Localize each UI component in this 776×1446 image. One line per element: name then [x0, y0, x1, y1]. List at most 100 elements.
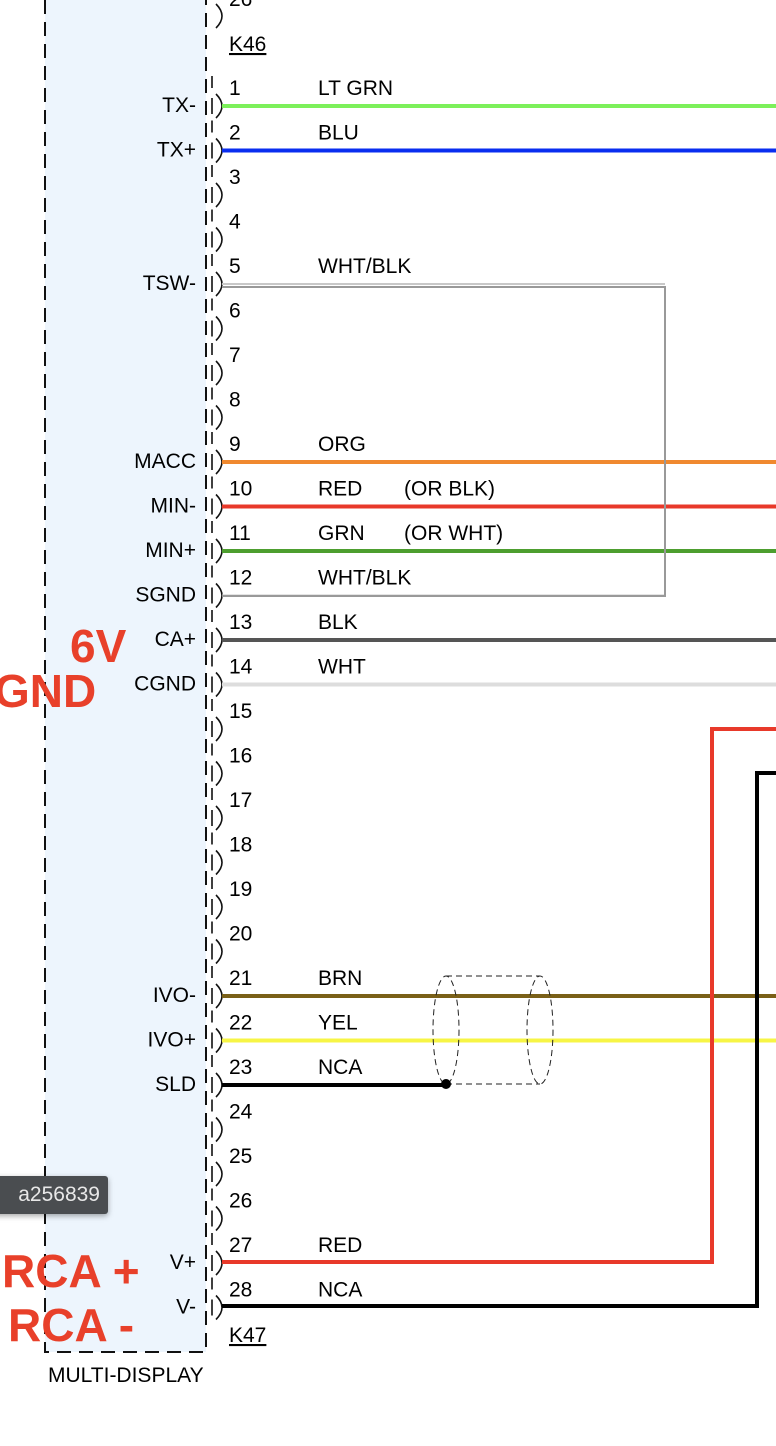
wire-color-label: NCA	[318, 1279, 362, 1302]
annotation-gnd: GND	[0, 665, 96, 717]
pin-signal: IVO-	[153, 984, 196, 1007]
partial-pin-26: 26	[229, 0, 252, 11]
pin-number: 21	[229, 967, 252, 990]
pin-19: 19	[211, 877, 252, 920]
connector-bracket	[215, 93, 223, 119]
connector-bracket	[215, 805, 223, 831]
connector-bracket	[215, 360, 223, 386]
annotation-6v: 6V	[70, 620, 127, 672]
twisted-pair-harness	[222, 286, 666, 597]
pin-3: 3	[211, 165, 241, 208]
pin-6: 6	[211, 298, 241, 342]
connector-bracket	[215, 1250, 223, 1276]
pin-number: 6	[229, 300, 241, 323]
connector-bracket	[215, 1161, 223, 1187]
pin-7: 7	[211, 343, 241, 386]
pin-signal: TX-	[162, 94, 196, 117]
pin-number: 20	[229, 923, 252, 946]
connector-bracket	[215, 315, 223, 342]
pin-number: 24	[229, 1101, 253, 1124]
connector-bracket	[215, 1072, 223, 1098]
pin-number: 14	[229, 656, 253, 679]
wire-color-label: ORG	[318, 433, 366, 456]
pin-signal: V-	[176, 1296, 196, 1319]
pin-signal: TSW-	[143, 272, 196, 295]
pin-2: 2TX+ BLU	[157, 120, 776, 164]
component-label: MULTI-DISPLAY	[48, 1364, 204, 1387]
pin-24: 24	[211, 1099, 253, 1143]
pin-number: 19	[229, 878, 252, 901]
wire-note: (OR WHT)	[404, 522, 503, 545]
connector-bracket	[215, 716, 223, 742]
connector-k47-label: K47	[229, 1324, 266, 1347]
pin-number: 13	[229, 611, 252, 634]
pin-number: 1	[229, 77, 241, 100]
wire-color-label: GRN	[318, 522, 365, 545]
wire-color-label: BRN	[318, 967, 362, 990]
pin-signal: IVO+	[148, 1029, 196, 1052]
pin-number: 8	[229, 389, 241, 412]
annotation-rca-minus: RCA -	[8, 1299, 134, 1351]
wire-27-red-route	[222, 727, 776, 1264]
wire-28-black-route	[222, 771, 776, 1308]
pin-1: 1TX- LT GRN	[162, 76, 776, 119]
pin-15: 15	[211, 699, 252, 742]
pin-16: 16	[211, 743, 252, 787]
connector-bracket	[215, 137, 223, 164]
wire-note: (OR BLK)	[404, 478, 495, 501]
wire-color-label: NCA	[318, 1056, 362, 1079]
pin-number: 22	[229, 1012, 252, 1035]
shield-splice-dot	[441, 1079, 451, 1089]
wire-color-label: LT GRN	[318, 77, 393, 100]
pin-signal: SLD	[155, 1073, 196, 1096]
pin-number: 7	[229, 344, 241, 367]
connector-bracket	[215, 760, 223, 787]
pin-number: 25	[229, 1145, 252, 1168]
pin-number: 26	[229, 1190, 252, 1213]
pin-signal: CA+	[155, 628, 196, 651]
connector-bracket	[215, 1027, 223, 1054]
connector-bracket	[215, 3, 223, 29]
connector-bracket	[215, 983, 223, 1009]
pin-number: 17	[229, 789, 252, 812]
connector-bracket	[215, 671, 223, 698]
pin-number: 9	[229, 433, 241, 456]
pin-signal: V+	[170, 1251, 196, 1274]
wire-color-label: YEL	[318, 1012, 358, 1035]
pin-number: 3	[229, 166, 241, 189]
pin-signal: MACC	[134, 450, 196, 473]
pin-signal: TX+	[157, 139, 196, 162]
pin-number: 4	[229, 211, 241, 234]
connector-bracket	[215, 404, 223, 431]
pin-number: 11	[229, 522, 251, 545]
pin-signal: SGND	[135, 584, 196, 607]
tooltip: a256839	[0, 1176, 108, 1214]
pin-number: 18	[229, 834, 252, 857]
pin-number: 27	[229, 1234, 252, 1257]
pin-number: 2	[229, 122, 241, 145]
annotation-rca-plus: RCA +	[2, 1245, 140, 1297]
wire-color-label: BLU	[318, 122, 359, 145]
pin-signal: CGND	[134, 673, 196, 696]
connector-bracket	[215, 1205, 223, 1232]
connector-bracket	[215, 182, 223, 208]
pin-number: 28	[229, 1279, 252, 1302]
connector-bracket	[215, 1116, 223, 1143]
multi-display-body	[45, 0, 206, 1352]
pin-signal: MIN+	[145, 539, 196, 562]
connector-bracket	[215, 894, 223, 920]
pin-8: 8	[211, 387, 241, 431]
wire-color-label: WHT	[318, 656, 366, 679]
connector-bracket	[215, 449, 223, 475]
connector-bracket	[215, 271, 223, 297]
connector-bracket	[215, 226, 223, 253]
pin-25: 25	[211, 1144, 252, 1187]
